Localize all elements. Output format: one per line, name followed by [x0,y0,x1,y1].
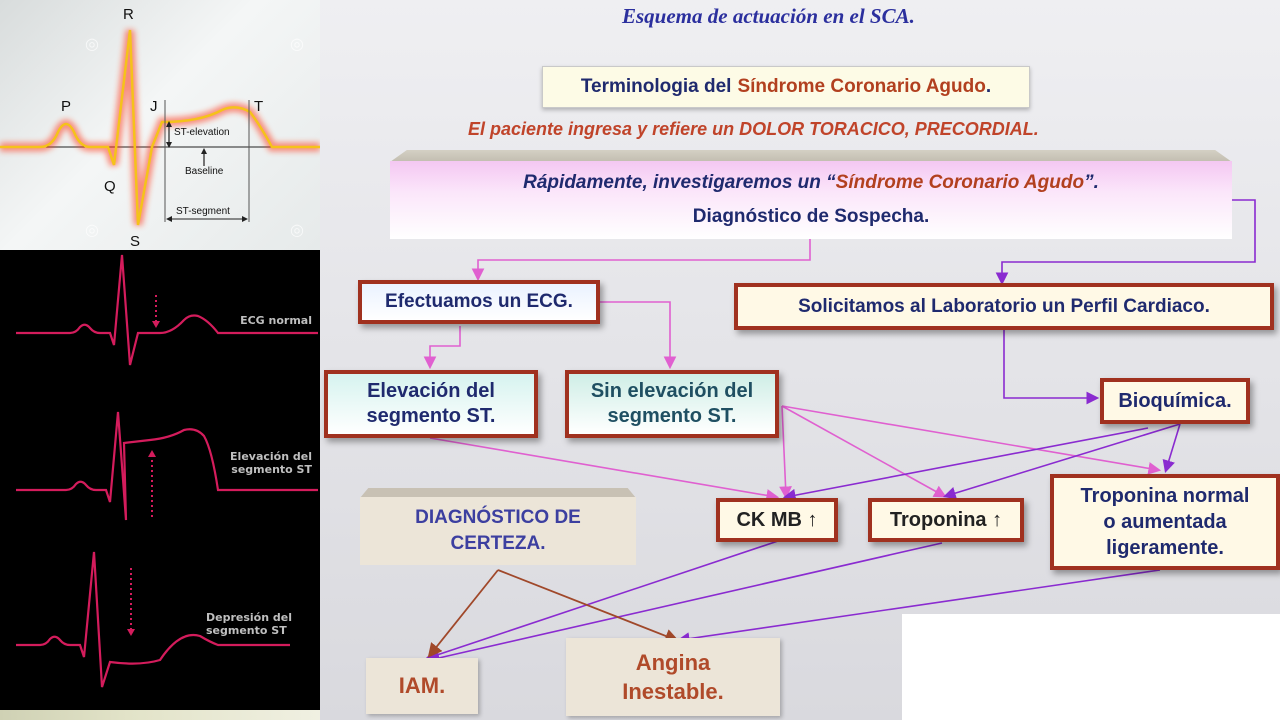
ecg-box: Efectuamos un ECG. [358,280,600,324]
caption-elevacion: Elevación del segmento ST [230,450,312,476]
arrow-ckmb-to-iam [424,540,779,662]
terminologia-box: Terminologia del Síndrome Coronario Agud… [542,66,1030,108]
laboratorio-box: Solicitamos al Laboratorio un Perfil Car… [734,283,1274,330]
arrow-left-icon [166,216,172,222]
caption-elevacion-line2: segmento ST [231,463,312,476]
ecg-depression-trace [16,551,290,688]
sca-flow-diagram: Esquema de actuación en el SCA. Terminol… [320,0,1280,720]
sinelev-line2: segmento ST. [607,405,737,427]
arrow-up-icon [166,121,172,127]
caption-depresion-line2: segmento ST [206,624,287,637]
arrow-elevacion-to-ckmb [429,437,780,502]
arrow-certeza-to-iam [427,569,499,658]
bioquimica-box: Bioquímica. [1100,378,1250,424]
ecg-waveform-graphic [0,29,320,226]
terminologia-dot: . [985,76,992,97]
arrow-down-icon [166,142,172,148]
arrow-lab-to-bioquimica [1003,330,1100,405]
angina-line1: Angina [635,650,711,675]
arrow-bioquimica-to-troponina [942,423,1181,500]
label-baseline: Baseline [185,166,224,177]
elevacion-line2: segmento ST. [366,405,496,427]
label-q: Q [104,178,116,195]
arrow-ecg-to-sinelev [600,301,677,370]
diagram-connectors [423,199,1256,665]
sospecha-box-top-bevel [390,150,1232,162]
sinelev-line1: Sin elevación del [590,380,754,402]
caption-depresion: Depresión del segmento ST [206,611,292,637]
arrow-bioquimica-to-ckmb [782,427,1149,502]
elevacion-st-box: Elevación del segmento ST. [324,370,538,438]
tropnormal-line3: ligeramente. [1106,537,1224,559]
ckmb-box: CK MB ↑ [716,498,838,542]
tropnormal-line2: o aumentada [1103,511,1227,533]
iam-box: IAM. [366,658,478,714]
arrow-down-icon [152,321,160,328]
watermark-icon: ◎ [290,222,304,239]
ecg-normal-trace [16,254,318,366]
angina-box: Angina Inestable. [566,638,780,716]
label-p: P [61,98,72,115]
sospecha-text: Diagnóstico de Sospecha. [692,206,930,227]
troponina-normal-box: Troponina normal o aumentada ligeramente… [1050,474,1280,570]
caption-ecg-normal-text: ECG normal [240,314,312,327]
label-st-segment: ST-segment [176,206,230,217]
ecg-comparison-panel: ECG normal Elevación del segmento ST Dep… [0,250,320,710]
watermark-icon: ◎ [85,36,99,53]
certeza-line1: DIAGNÓSTICO DE [415,507,581,528]
ecg-comparison-graphic [16,254,318,688]
arrow-troponina-to-iam [426,542,943,665]
sospecha-box: Rápidamente, investigaremos un “Síndrome… [390,161,1232,239]
arrow-sinelev-to-tropnormal [781,405,1162,475]
diagram-title: Esquema de actuación en el SCA. [622,4,915,28]
arrow-sinelev-to-troponina [781,405,947,498]
arrow-sospecha-to-lab [995,199,1256,286]
caption-ecg-normal: ECG normal [240,314,312,327]
arrow-certeza-to-angina [497,569,680,643]
ingresa-text: El paciente ingresa y refiere un DOLOR T… [468,119,1039,139]
watermark-icon: ◎ [290,36,304,53]
rapid-close: ”. [1084,172,1099,193]
sospecha-line1: Rápidamente, investigaremos un “Síndrome… [523,166,1099,200]
sin-elevacion-st-box: Sin elevación del segmento ST. [565,370,779,438]
terminologia-highlight: Síndrome Coronario Agudo [737,76,986,97]
arrow-up-icon [201,148,207,154]
arrow-right-icon [242,216,248,222]
certeza-line2: CERTEZA. [450,533,546,554]
tropnormal-line1: Troponina normal [1080,485,1250,507]
arrow-sinelev-to-ckmb [779,405,792,500]
ecg-trace [0,29,320,226]
troponina-box: Troponina ↑ [868,498,1024,542]
terminologia-text: Terminologia del [580,76,732,97]
label-j: J [150,98,158,115]
elevacion-line1: Elevación del [367,380,495,402]
caption-depresion-line1: Depresión del [206,611,292,624]
label-t: T [254,98,264,115]
arrow-sospecha-to-ecg [471,238,811,282]
rapid-text: Rápidamente, investigaremos un “ [523,172,836,193]
angina-line2: Inestable. [622,679,724,704]
label-st-elevation: ST-elevation [174,127,230,138]
arrow-down-icon [127,629,135,636]
arrow-up-icon [148,450,156,457]
rapid-highlight: Síndrome Coronario Agudo [835,172,1085,193]
caption-elevacion-line1: Elevación del [230,450,312,463]
certeza-box: DIAGNÓSTICO DE CERTEZA. [360,497,636,565]
arrow-ecg-to-elevacion [423,326,461,370]
arrow-bioquimica-to-tropnormal [1162,423,1181,474]
ecg-elevation-trace [16,411,318,521]
blank-area [902,614,1280,720]
decorative-strip [0,710,320,720]
certeza-box-top-bevel [360,488,636,498]
label-r: R [123,6,134,23]
arrow-tropnormal-to-angina [676,569,1161,645]
label-s: S [130,233,141,250]
watermark-icon: ◎ [85,222,99,239]
ecg-waveform-panel: R P J T Q S ST-elevation Baseline ST-seg… [0,0,320,250]
